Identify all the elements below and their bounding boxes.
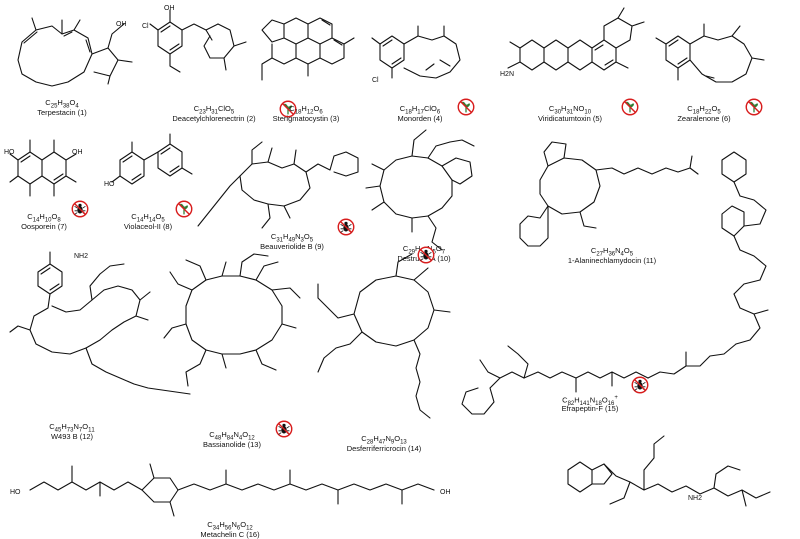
compound-formula: C48H84N4O12 <box>209 430 255 442</box>
atom-label: OH <box>164 5 175 12</box>
atom-label: OH <box>440 489 451 496</box>
compound-name: Efrapeptin-F (15) <box>561 404 619 413</box>
compound-formula: C82H141N18O16+ <box>562 395 618 407</box>
no-plant-icon <box>457 98 475 116</box>
compound-formula: C18H12O6 <box>289 104 323 116</box>
compound-formula: C14H14O5 <box>131 212 165 224</box>
compound-formula: C27H36N4O5 <box>590 246 634 258</box>
compound-name: Bassianolide (13) <box>203 440 261 449</box>
compound-name: Oosporein (7) <box>21 222 67 231</box>
structure-zearalenone <box>655 23 765 83</box>
atom-label: HO <box>10 489 21 496</box>
no-plant-icon <box>175 200 193 218</box>
compound-name: Metachelin C (16) <box>200 530 260 539</box>
compound-formula: C25H38O4 <box>45 98 79 110</box>
no-insect-icon <box>417 246 435 264</box>
compound-name: Deacetylchlorenectrin (2) <box>172 114 256 123</box>
atom-label: OH <box>116 21 127 28</box>
compound-formula: C23H31ClO5 <box>193 104 235 116</box>
no-insect-icon <box>71 200 89 218</box>
atom-label: HO <box>4 149 15 156</box>
structure-desferriferricrocin <box>317 253 451 419</box>
compound-formula: C30H31NO10 <box>548 104 592 116</box>
atom-labels: OH OH Cl Cl H2N HO OH HO NH2 NH2 HO OH <box>4 5 702 502</box>
structure-destruxin <box>365 129 475 251</box>
structure-bassianolide <box>163 253 301 387</box>
compound-formula: C34H56N6O12 <box>207 520 253 532</box>
atom-label: OH <box>72 149 83 156</box>
compound-formula: C14H10O8 <box>27 212 61 224</box>
compound-name: 1-Alaninechlamydocin (11) <box>567 256 657 265</box>
no-plant-icon <box>279 100 297 118</box>
compound-name: Zearalenone (6) <box>677 114 731 123</box>
atom-label: NH2 <box>74 253 88 260</box>
compound-name: Viridicatumtoxin (5) <box>537 114 603 123</box>
compound-formula: C31H49N3O5 <box>270 232 314 244</box>
structure-efrapeptin <box>461 151 769 415</box>
structure-oosporein <box>9 139 77 197</box>
no-plant-icon <box>745 98 763 116</box>
compound-name: Terpestacin (1) <box>37 108 87 117</box>
structure-violaceol <box>111 133 193 185</box>
compound-name: W493 B (12) <box>50 432 94 441</box>
no-insect-icon <box>631 376 649 394</box>
atom-label: Cl <box>142 23 149 30</box>
structure-metachelin <box>29 463 435 517</box>
compound-name: Sterigmatocystin (3) <box>272 114 340 123</box>
atom-label: HO <box>104 181 115 188</box>
structure-deacetylchlorenectrin <box>149 9 247 73</box>
compound-formula: C18H17ClO6 <box>399 104 441 116</box>
structure-terpestacin <box>17 17 133 87</box>
structure-w493b <box>9 251 191 395</box>
compound-formula: C18H22O5 <box>687 104 721 116</box>
compound-name: Beauveriolide B (9) <box>260 242 324 251</box>
no-insect-icon <box>337 218 355 236</box>
compound-name: Monorden (4) <box>397 114 443 123</box>
structure-sterigmatocystin <box>261 17 355 81</box>
structure-monorden <box>371 25 461 79</box>
structure-alaninechlamydocin <box>519 141 699 247</box>
atom-label: H2N <box>500 71 514 78</box>
structure-beauveriolide <box>197 141 359 229</box>
compound-name: Violaceol-II (8) <box>123 222 173 231</box>
compound-formula: C45H73N7O11 <box>49 422 95 434</box>
structure-peptide-fragment <box>567 435 771 507</box>
compound-formula: C28H47N9O13 <box>361 434 407 446</box>
atom-label: Cl <box>372 77 379 84</box>
atom-label: NH2 <box>688 495 702 502</box>
no-insect-icon <box>275 420 293 438</box>
no-plant-icon <box>621 98 639 116</box>
structure-viridicatumtoxin <box>507 7 645 71</box>
compound-name: Desferriferricrocin (14) <box>346 444 422 453</box>
